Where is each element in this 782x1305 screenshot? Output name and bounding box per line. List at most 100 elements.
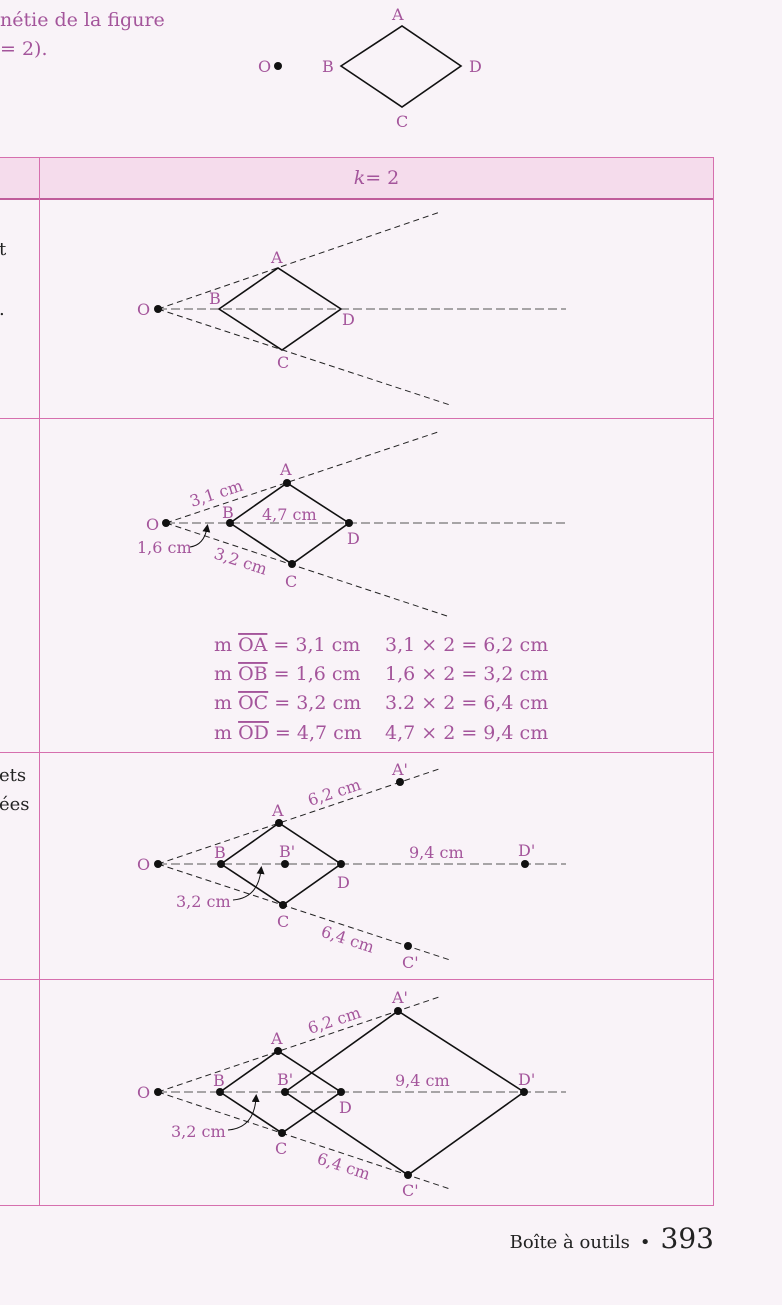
label-a: A [279,460,292,479]
page-number: 393 [660,1222,714,1255]
label-a: A [271,801,284,820]
label-o: O [137,855,150,874]
calc-value: = 3,1 cm [267,634,360,656]
row1-text-1: t [0,239,7,260]
point-d-image [521,860,529,868]
intro-line-2: = 2). [0,38,48,60]
ray-oc [157,863,451,961]
point-d-image [520,1088,528,1096]
point-o [154,860,162,868]
measure-oa-image: 6,2 cm [305,1003,363,1038]
label-c: C [285,572,297,591]
calc-row-4: m OD = 4,7 cm [214,722,362,744]
point-o [154,1088,162,1096]
row-divider-1 [0,418,713,419]
point-a [283,479,291,487]
label-c-image: C' [402,953,419,972]
calc-seg: OD [238,722,269,744]
point-c-image [404,1171,412,1179]
header-eq: = 2 [365,167,400,189]
label-d: D [337,873,350,892]
pointer-arrow [232,866,265,901]
label-b: B [322,57,334,76]
label-b: B [213,1071,225,1090]
step1-figure: O B A D C [137,211,566,406]
label-d-image: D' [518,1070,535,1089]
calc-product-2: 1,6 × 2 = 3,2 cm [385,663,548,685]
calc-value: = 4,7 cm [269,722,362,744]
label-c-image: C' [402,1181,419,1200]
center-point-o [274,62,282,70]
point-c [279,901,287,909]
calc-value: = 1,6 cm [268,663,361,685]
step3-figure: O B A D C B' A' D' C' 6,2 cm 9,4 cm 3,2 … [137,760,566,972]
ray-oa [157,211,441,310]
row3-text-2: ées [0,794,30,815]
label-d: D [347,529,360,548]
ray-oc [165,522,451,618]
label-b: B [222,503,234,522]
measure-od-image: 9,4 cm [395,1071,450,1090]
label-b-image: B' [279,842,295,861]
label-b: B [209,289,221,308]
point-d [337,1088,345,1096]
calc-row-3: m OC = 3,2 cm [214,692,361,714]
calc-seg: OC [238,692,268,714]
calc-row-1: m OA = 3,1 cm [214,634,360,656]
table-header: k = 2 [0,158,713,200]
label-d: D [342,310,355,329]
page-footer: Boîte à outils • 393 [510,1222,714,1255]
label-a-image: A' [391,988,408,1007]
calc-product-4: 4,7 × 2 = 9,4 cm [385,722,548,744]
point-c [288,560,296,568]
measure-oc: 3,2 cm [212,544,270,579]
step4-figure: O B A D C B' A' D' C' 6,2 cm 9,4 cm 3,2 … [137,988,566,1200]
point-o [162,519,170,527]
point-a [275,819,283,827]
column-divider [39,158,40,1205]
calc-row-2: m OB = 1,6 cm [214,663,361,685]
point-b-image [281,1088,289,1096]
original-figure: O B A D C [258,5,482,131]
footer-bullet: • [639,1232,651,1253]
label-a: A [270,1029,283,1048]
label-b-image: B' [277,1070,293,1089]
label-o: O [137,300,150,319]
header-var: k [353,167,366,189]
calc-product-3: 3.2 × 2 = 6,4 cm [385,692,548,714]
pointer-arrow [227,1094,260,1131]
label-d-image: D' [518,841,535,860]
label-a-image: A' [391,760,408,779]
measure-ob-image: 3,2 cm [176,892,231,911]
rhombus-abcd [339,25,463,108]
construction-table: k = 2 t . ets ées [0,157,714,1206]
point-d [337,860,345,868]
label-c: C [277,912,289,931]
ray-oc [157,308,451,406]
calc-product-1: 3,1 × 2 = 6,2 cm [385,634,548,656]
point-b [217,860,225,868]
header-ratio: k = 2 [40,158,713,198]
calc-value: = 3,2 cm [268,692,361,714]
ray-oa [165,431,439,524]
row-divider-3 [0,979,713,980]
ray-oc [157,1091,451,1190]
measure-ob: 1,6 cm [137,538,192,557]
calc-m: m [214,663,232,685]
point-c [278,1129,286,1137]
label-o: O [137,1083,150,1102]
label-b: B [214,843,226,862]
step2-figure: O B A D C 3,1 cm 4,7 cm 1,6 cm 3,2 cm [137,431,566,618]
label-o: O [146,515,159,534]
measure-oa: 3,1 cm [187,476,245,511]
row3-text-1: ets [0,765,27,786]
calc-seg: OA [238,634,268,656]
row-divider-2 [0,752,713,753]
point-a-image [396,778,404,786]
rhombus-abcd [217,267,343,351]
point-a-image [394,1007,402,1015]
point-b [226,519,234,527]
label-c: C [275,1139,287,1158]
point-c-image [404,942,412,950]
footer-section-label: Boîte à outils [509,1232,630,1253]
